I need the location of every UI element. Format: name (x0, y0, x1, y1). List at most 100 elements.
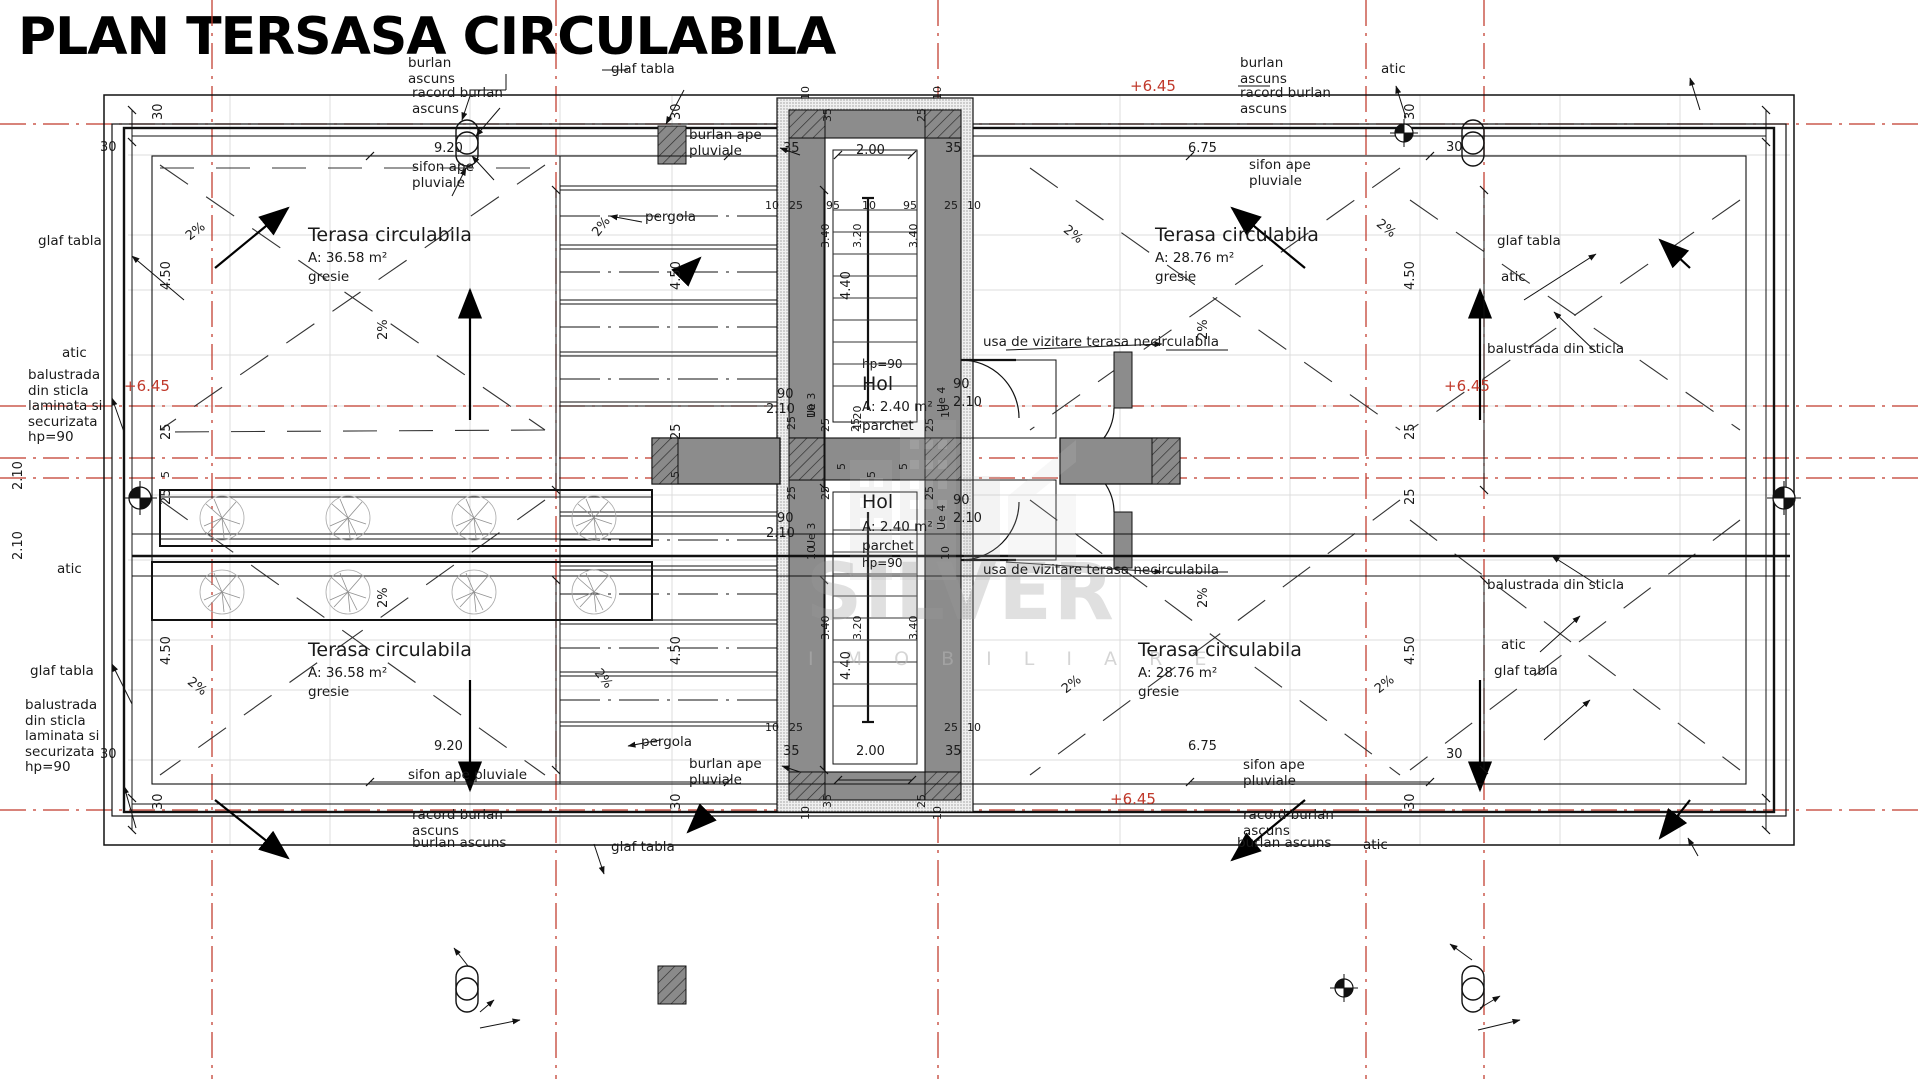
dim-30: 30 (100, 140, 117, 155)
dim-35: 35 (945, 141, 962, 156)
dim-30: 30 (669, 103, 684, 120)
level-mark-bottom: +6.45 (1110, 790, 1156, 808)
dim-5: 5 (159, 471, 172, 478)
dim-30: 30 (1403, 103, 1418, 120)
room-area: A: 2.40 m² (862, 518, 933, 535)
dim-25: 25 (669, 423, 684, 440)
room-name: Terasa circulabila (308, 224, 472, 246)
dim-25: 25 (159, 488, 174, 505)
room-terrace-top-right: Terasa circulabila A: 28.76 m² gresie (1155, 224, 1319, 285)
callout-pergola-top: pergola (645, 209, 697, 225)
dim-25: 25 (944, 721, 958, 734)
dim-25: 25 (1403, 423, 1418, 440)
callout-glaf-tabla-left-bottom: glaf tabla (30, 663, 94, 679)
dim-25: 25 (785, 416, 798, 430)
dim-120: 1.20 (851, 405, 864, 431)
dim-10: 10 (765, 199, 779, 212)
callout-pergola-bottom: pergola (641, 734, 693, 750)
room-name: Hol (862, 491, 894, 513)
dim-25: 25 (915, 794, 928, 808)
room-terrace-top-left: Terasa circulabila A: 36.58 m² gresie (308, 224, 472, 285)
callout-sifon-top-right: sifon ape pluviale (1249, 157, 1311, 189)
dim-10: 10 (799, 86, 812, 100)
room-name: Terasa circulabila (308, 639, 472, 661)
dim-450: 4.50 (159, 261, 174, 290)
dim-10: 10 (765, 721, 779, 734)
door-tag-ue3: Ue 3 (805, 522, 818, 548)
dim-340: 3.40 (907, 615, 920, 641)
callout-sifon-bottom-left: sifon ape pluviale (408, 767, 528, 783)
callout-glaf-tabla-top: glaf tabla (611, 61, 675, 77)
door-width-ue3: 90 (777, 511, 794, 526)
slope-label: 2% (376, 319, 391, 340)
dim-25: 25 (944, 199, 958, 212)
callout-racord-bottom-left: racord burlan ascuns (412, 807, 503, 839)
door-width-ue4: 90 (953, 377, 970, 392)
dim-10: 10 (931, 86, 944, 100)
callout-glaf-tabla-left-top: glaf tabla (38, 233, 102, 249)
callout-atic-left-top: atic (62, 345, 87, 361)
dim-25: 25 (819, 486, 832, 500)
callout-burlan-ape-top: burlan ape pluviale (689, 127, 762, 159)
callout-burlan-ascuns-top-right: burlan ascuns (1240, 55, 1287, 87)
callout-usa-vizitare-bottom: usa de vizitare terasa necirculabila (983, 562, 1219, 578)
level-mark-left: +6.45 (124, 377, 170, 395)
door-tag-ue3: Ue 3 (805, 392, 818, 418)
dim-920: 9.20 (434, 739, 463, 754)
room-finish: gresie (308, 269, 350, 286)
dim-35: 35 (945, 744, 962, 759)
dim-340: 3.40 (819, 615, 832, 641)
dim-25: 25 (923, 486, 936, 500)
room-area: A: 2.40 m² (862, 398, 933, 415)
dim-5: 5 (897, 463, 910, 470)
dim-95: 95 (903, 199, 917, 212)
dim-450: 4.50 (1403, 261, 1418, 290)
callout-burlan-ascuns-top-left: burlan ascuns (408, 55, 455, 87)
callout-atic-left-bottom: atic (57, 561, 82, 577)
dim-30: 30 (151, 793, 166, 810)
door-tag-ue4: Ue 4 (935, 386, 948, 412)
dim-35: 35 (821, 794, 834, 808)
dim-25: 25 (789, 721, 803, 734)
callout-balustrada-right-top: balustrada din sticla (1487, 341, 1625, 357)
dim-320: 3.20 (851, 615, 864, 641)
dim-30: 30 (1403, 793, 1418, 810)
dim-440: 4.40 (839, 271, 854, 300)
slope-label: 2% (376, 587, 391, 608)
room-finish: gresie (1155, 269, 1197, 286)
callout-atic-right-bottom: atic (1501, 637, 1526, 653)
room-area: A: 36.58 m² (308, 664, 388, 681)
dim-25: 25 (785, 486, 798, 500)
callout-atic-bottom-right: atic (1363, 837, 1388, 853)
room-area: A: 28.76 m² (1138, 664, 1218, 681)
dim-340: 3.40 (819, 223, 832, 249)
dim-10: 10 (931, 806, 944, 820)
dim-10: 10 (799, 806, 812, 820)
dim-450: 4.50 (669, 261, 684, 290)
dim-5: 5 (835, 463, 848, 470)
dim-320: 3.20 (851, 223, 864, 249)
dim-25: 25 (923, 418, 936, 432)
slope-label: 2% (1196, 587, 1211, 608)
dim-10: 10 (862, 199, 876, 212)
dim-30: 30 (1446, 140, 1463, 155)
dim-200: 2.00 (856, 744, 885, 759)
callout-atic-top-right: atic (1381, 61, 1406, 77)
dim-35: 35 (821, 108, 834, 122)
callout-racord-burlan-top-left: racord burlan ascuns (412, 85, 503, 117)
dim-30: 30 (151, 103, 166, 120)
callout-balustrada-left-bottom: balustrada din sticla laminata si securi… (25, 697, 100, 776)
slope-label: 2% (1196, 319, 1211, 340)
level-mark-right: +6.45 (1444, 377, 1490, 395)
callout-racord-burlan-top-right: racord burlan ascuns (1240, 85, 1331, 117)
level-mark-top: +6.45 (1130, 77, 1176, 95)
callout-burlan-ascuns-bottom-right: burlan ascuns (1237, 835, 1332, 851)
room-finish: parchet (862, 418, 914, 435)
page-title: PLAN TERSASA CIRCULABILA (18, 7, 836, 67)
room-finish: gresie (308, 684, 350, 701)
dim-210-left: 2.10 (11, 461, 26, 490)
door-height-ue3: 2.10 (766, 402, 795, 417)
